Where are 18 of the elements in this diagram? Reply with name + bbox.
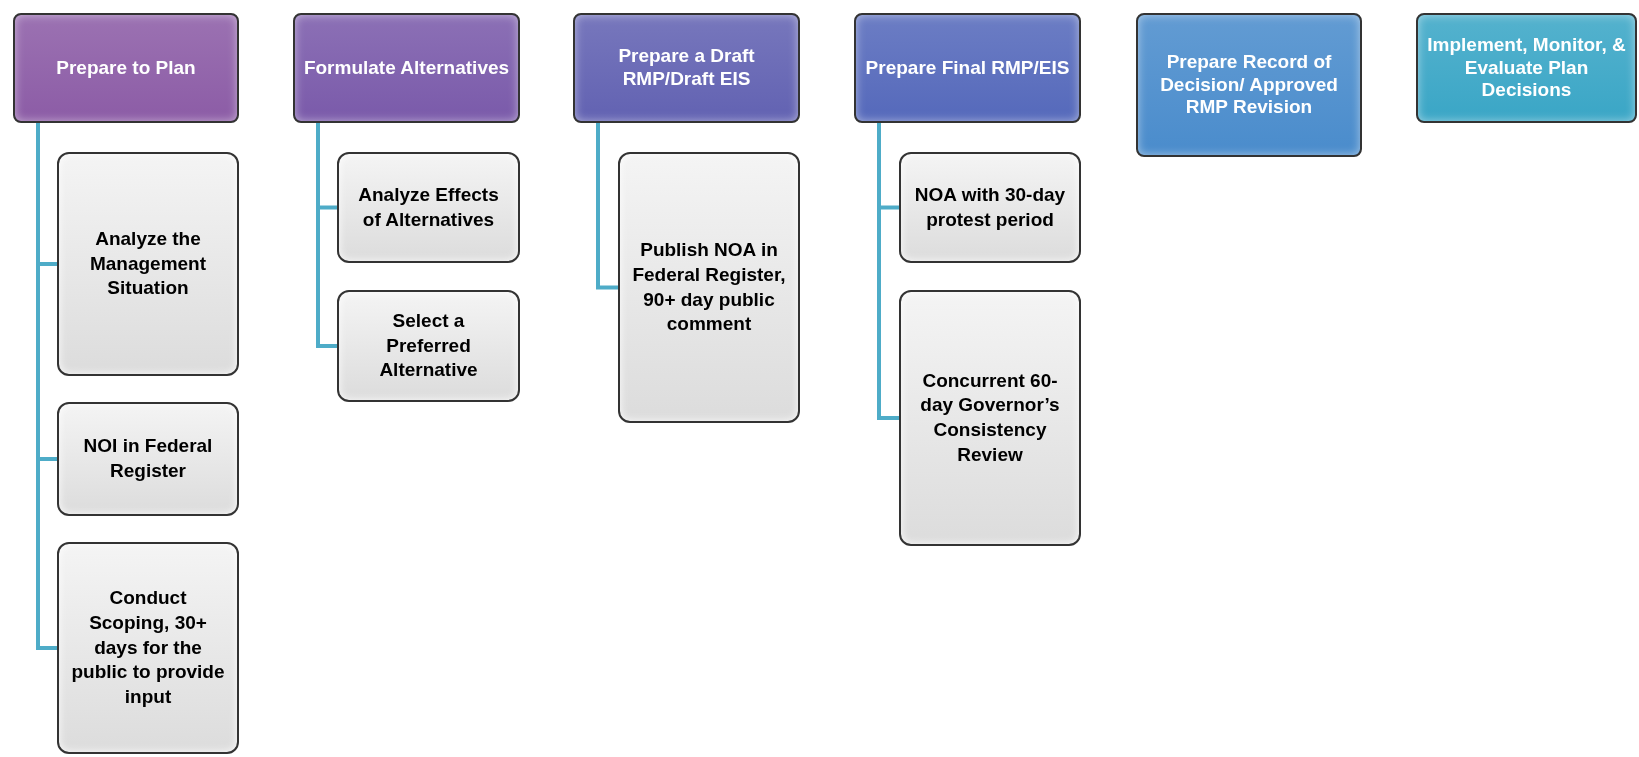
step-box: NOI in Federal Register — [57, 402, 239, 516]
connector-line — [877, 123, 899, 420]
step-box: Publish NOA in Federal Register, 90+ day public comment — [618, 152, 800, 423]
connector-line — [316, 123, 337, 348]
phase-box: Prepare a Draft RMP/Draft EIS — [573, 13, 800, 123]
step-box: Analyze the Management Situation — [57, 152, 239, 376]
connector-line — [36, 123, 57, 650]
connector-line — [596, 123, 618, 290]
step-box: Conduct Scoping, 30+ days for the public to provide input — [57, 542, 239, 754]
step-box: Concurrent 60-day Governor’s Consistency Review — [899, 290, 1081, 546]
phase-box: Formulate Alternatives — [293, 13, 520, 123]
phase-box: Prepare to Plan — [13, 13, 239, 123]
step-box: Analyze Effects of Alternatives — [337, 152, 520, 263]
step-box: Select a Preferred Alternative — [337, 290, 520, 402]
phase-box: Prepare Final RMP/EIS — [854, 13, 1081, 123]
phase-box: Prepare Record of Decision/ Approved RMP Revision — [1136, 13, 1362, 157]
phase-box: Implement, Monitor, & Evaluate Plan Decisions — [1416, 13, 1637, 123]
step-box: NOA with 30-day protest period — [899, 152, 1081, 263]
